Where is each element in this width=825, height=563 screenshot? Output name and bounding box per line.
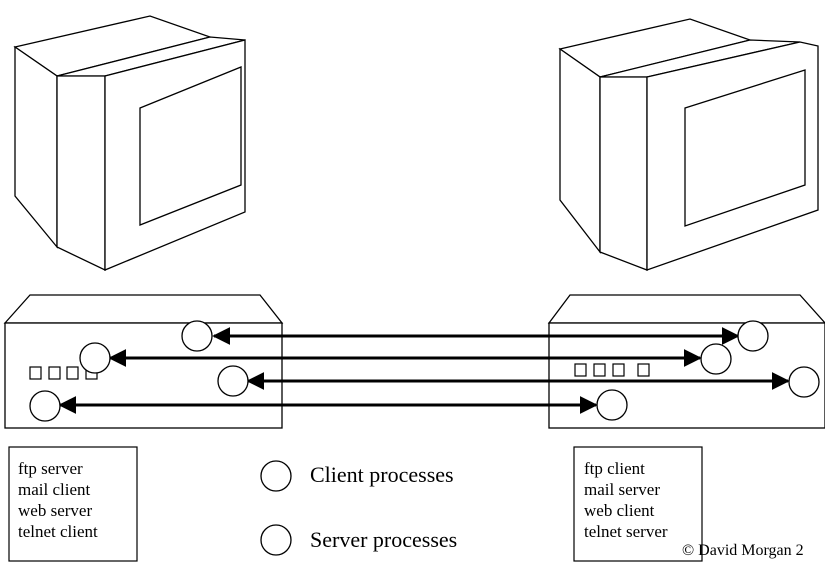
right-service-item: telnet server bbox=[584, 522, 668, 541]
copyright-notice: © David Morgan 2 bbox=[682, 542, 804, 559]
server-legend-label: Server processes bbox=[310, 527, 458, 552]
right-service-item: web client bbox=[584, 501, 655, 520]
left-service-item: mail client bbox=[18, 480, 91, 499]
right-services-list: ftp client mail server web client telnet… bbox=[584, 458, 668, 542]
right-telnet-server-process bbox=[596, 389, 628, 421]
client-legend-label: Client processes bbox=[310, 462, 454, 487]
left-ftp-server-process bbox=[181, 320, 213, 352]
left-services-list: ftp server mail client web server telnet… bbox=[18, 458, 98, 542]
right-ftp-client-process bbox=[737, 320, 769, 352]
right-mail-server-process bbox=[700, 343, 732, 375]
right-monitor bbox=[558, 18, 819, 271]
left-monitor bbox=[13, 15, 246, 272]
process-circles bbox=[29, 320, 820, 422]
left-service-item: ftp server bbox=[18, 459, 83, 478]
right-services-box bbox=[573, 446, 703, 562]
left-telnet-client-process bbox=[29, 390, 61, 422]
right-system-unit bbox=[547, 294, 825, 429]
right-service-item: mail server bbox=[584, 480, 660, 499]
right-web-client-process bbox=[788, 366, 820, 398]
left-service-item: telnet client bbox=[18, 522, 98, 541]
connection-arrows bbox=[58, 327, 790, 414]
left-services-box bbox=[8, 446, 138, 562]
server-legend-circle bbox=[260, 524, 292, 556]
client-legend-circle bbox=[260, 460, 292, 492]
left-service-item: web server bbox=[18, 501, 93, 520]
left-mail-client-process bbox=[79, 342, 111, 374]
right-service-item: ftp client bbox=[584, 459, 645, 478]
left-web-server-process bbox=[217, 365, 249, 397]
